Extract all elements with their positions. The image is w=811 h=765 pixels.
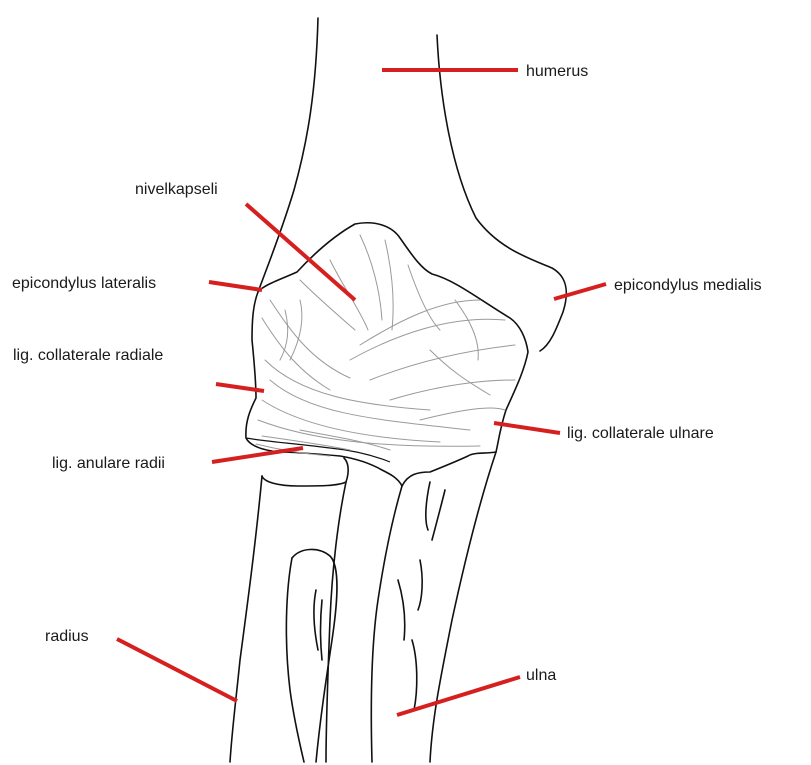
- leader-line-epicondylus-medialis: [554, 284, 606, 299]
- ulna-outline: [371, 452, 496, 762]
- leader-line-radius: [117, 639, 237, 701]
- joint-capsule: [246, 223, 528, 486]
- label-humerus: humerus: [526, 62, 588, 82]
- label-lig-anulare-radii: lig. anulare radii: [52, 454, 165, 474]
- label-nivelkapseli: nivelkapseli: [135, 180, 218, 200]
- leader-line-epicondylus-lateralis: [209, 282, 262, 290]
- leader-line-lig-collaterale-ulnare: [494, 423, 560, 433]
- label-radius: radius: [45, 627, 89, 647]
- label-epicondylus-medialis: epicondylus medialis: [614, 276, 762, 296]
- leader-line-lig-anulare-radii: [212, 448, 303, 462]
- label-ulna: ulna: [526, 666, 556, 686]
- label-lig-collaterale-radiale: lig. collaterale radiale: [13, 346, 163, 366]
- label-lig-collaterale-ulnare: lig. collaterale ulnare: [567, 424, 714, 444]
- label-epicondylus-lateralis: epicondylus lateralis: [12, 274, 156, 294]
- radius-outline: [230, 458, 348, 762]
